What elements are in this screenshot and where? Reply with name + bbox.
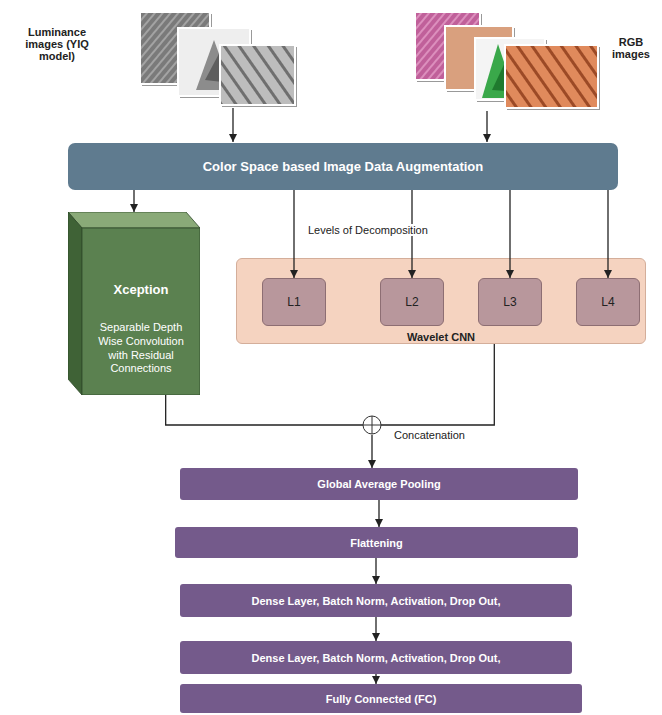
node-title: Concatenation <box>394 429 465 441</box>
node-title: Wavelet CNN <box>236 331 646 343</box>
layer-box: Global Average Pooling <box>180 468 578 500</box>
input-arrow <box>486 111 487 142</box>
node-title: Fully Connected (FC) <box>326 693 437 705</box>
connector-arrow <box>371 435 372 468</box>
connector-arrow <box>293 190 294 278</box>
connector-arrow <box>133 190 134 212</box>
level-box: L3 <box>478 278 542 326</box>
concatenation-symbol <box>362 415 382 435</box>
block-side-face <box>68 212 82 395</box>
rgb-image <box>505 45 598 108</box>
node-title: L4 <box>601 295 614 309</box>
circle-outline <box>363 416 381 434</box>
connector-arrow <box>166 395 363 425</box>
block-front-face <box>82 228 200 395</box>
level-box: L4 <box>576 278 640 326</box>
layer-box: Dense Layer, Batch Norm, Activation, Dro… <box>180 641 572 674</box>
annotation-label: Levels of Decomposition <box>305 224 431 236</box>
node-title: Global Average Pooling <box>317 478 440 490</box>
node-title: Dense Layer, Batch Norm, Activation, Dro… <box>252 652 501 664</box>
connector-arrow <box>375 674 376 684</box>
connector-arrow <box>607 190 608 278</box>
node-title: L2 <box>405 295 418 309</box>
node-title: L1 <box>287 295 300 309</box>
grayscale-image <box>220 45 295 105</box>
connector-arrow <box>378 500 379 527</box>
node-title: Flattening <box>350 537 403 549</box>
node-title: L3 <box>503 295 516 309</box>
wavelet-cnn-panel: Wavelet CNN L1 L2 L3 L4 <box>236 258 646 344</box>
block-top-face <box>68 212 200 228</box>
level-box: L2 <box>380 278 444 326</box>
luminance-image-stack <box>140 12 297 107</box>
node-title: Xception <box>114 282 169 297</box>
node-title: Color Space based Image Data Augmentatio… <box>203 159 484 174</box>
layer-box: Flattening <box>175 527 578 558</box>
connector-arrow <box>375 558 376 584</box>
input-label: Luminance images (YIQ model) <box>22 26 92 62</box>
rgb-image-stack <box>415 12 600 110</box>
concatenation-node: Concatenation <box>362 415 382 435</box>
input-arrow <box>232 108 233 142</box>
node-description: Separable Depth Wise Convolution with Re… <box>87 321 195 376</box>
plus-stroke <box>372 416 373 434</box>
connector-arrow <box>509 190 510 278</box>
xception-block: XceptionSeparable Depth Wise Convolution… <box>68 212 200 395</box>
connector-arrow <box>381 344 494 425</box>
level-box: L1 <box>262 278 326 326</box>
connector-arrow <box>375 617 376 641</box>
layer-box: Fully Connected (FC) <box>180 684 582 713</box>
augmentation-bar: Color Space based Image Data Augmentatio… <box>68 143 618 190</box>
input-label: RGB images <box>604 36 658 60</box>
layer-box: Dense Layer, Batch Norm, Activation, Dro… <box>180 584 572 617</box>
node-title: Dense Layer, Batch Norm, Activation, Dro… <box>252 595 501 607</box>
